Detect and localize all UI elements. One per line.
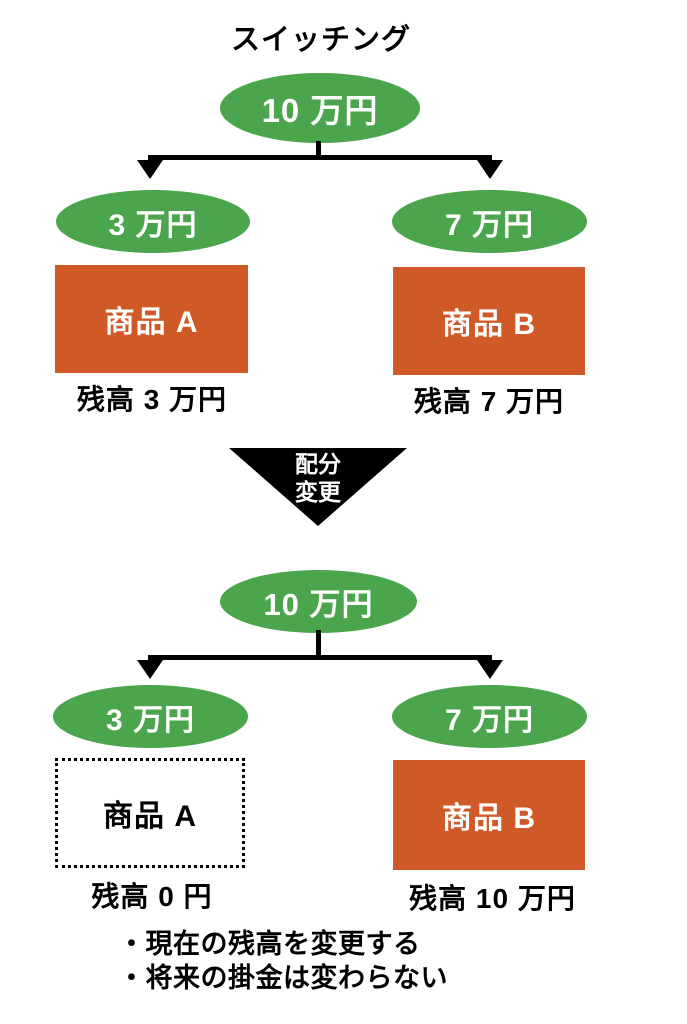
down-arrow-icon (477, 160, 503, 179)
connector-bar-before (148, 155, 492, 160)
amount-ellipse-left-after: 3 万円 (53, 685, 248, 748)
down-arrow-icon (137, 660, 163, 679)
balance-label-b-before: 残高 7 万円 (413, 386, 565, 417)
transition-triangle: 配分 変更 (229, 448, 407, 526)
connector-stem-after (316, 630, 321, 658)
total-amount-ellipse-before: 10 万円 (220, 73, 420, 143)
down-arrow-icon (477, 660, 503, 679)
notes: ・現在の残高を変更する ・将来の掛金は変わらない (118, 928, 638, 996)
total-amount-ellipse-after: 10 万円 (220, 570, 417, 633)
product-a-box-before: 商品 A (55, 265, 248, 373)
balance-label-a-after: 残高 0 円 (91, 881, 213, 912)
balance-label-b-after: 残高 10 万円 (409, 883, 576, 914)
note-item: ・将来の掛金は変わらない (118, 962, 448, 993)
amount-ellipse-left-before: 3 万円 (56, 190, 250, 253)
product-b-box-after: 商品 B (393, 760, 585, 870)
transition-label-line2: 変更 (295, 478, 341, 505)
product-b-box-before: 商品 B (393, 267, 585, 375)
connector-stem-before (316, 141, 321, 158)
transition-label-line1: 配分 (295, 451, 341, 477)
note-item: ・現在の残高を変更する (118, 929, 421, 959)
amount-ellipse-right-after: 7 万円 (392, 685, 587, 748)
amount-ellipse-right-before: 7 万円 (392, 190, 587, 253)
balance-label-a-before: 残高 3 万円 (76, 384, 228, 415)
connector-bar-after (148, 655, 492, 660)
down-arrow-icon (137, 160, 163, 179)
diagram-title: スイッチング (230, 24, 411, 56)
product-a-box-after-empty: 商品 A (55, 758, 245, 868)
